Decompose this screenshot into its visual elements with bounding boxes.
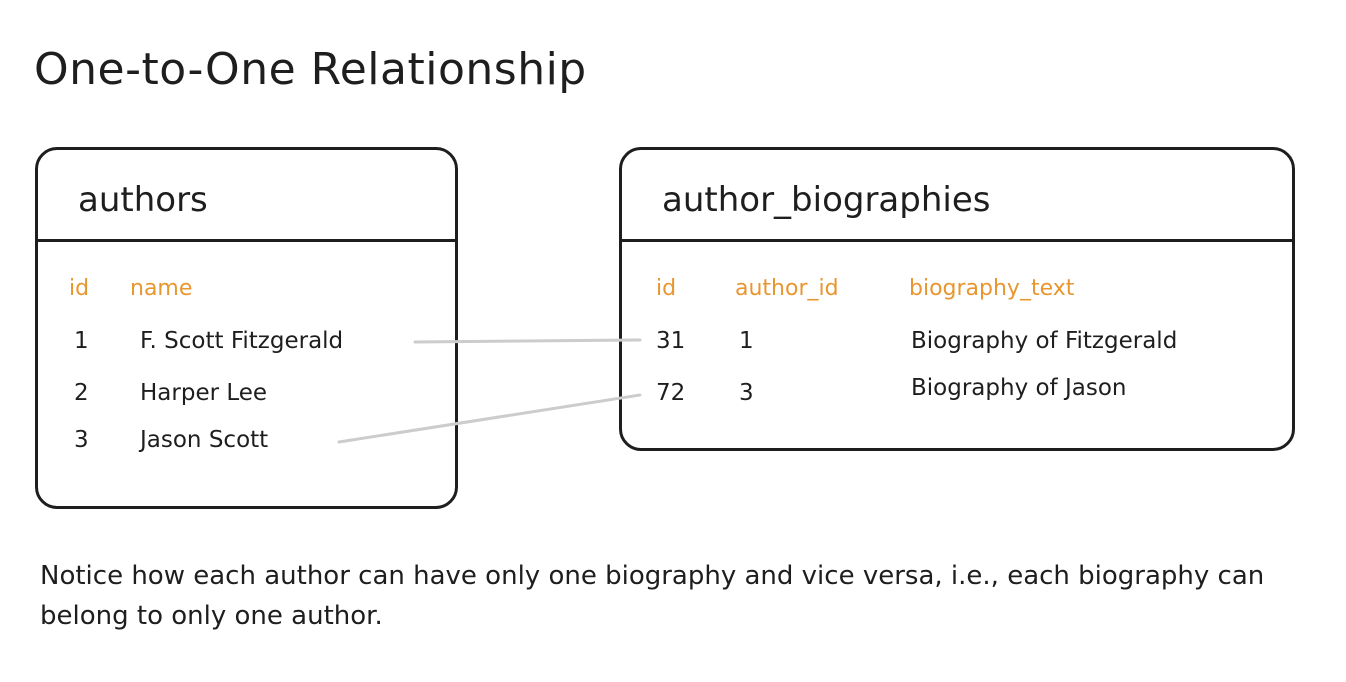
- bio-col-id: id: [656, 276, 677, 301]
- bio-row-1-biography-text: Biography of Fitzgerald: [911, 328, 1178, 354]
- bio-col-author-id: author_id: [735, 276, 839, 301]
- author-biographies-table: author_biographies id author_id biograph…: [619, 147, 1295, 451]
- bio-row-2-author-id: 3: [739, 380, 754, 406]
- authors-row-3-name: Jason Scott: [140, 427, 269, 453]
- authors-col-name: name: [130, 276, 193, 301]
- authors-table-name: authors: [78, 180, 208, 220]
- bio-row-2-biography-text: Biography of Jason: [911, 375, 1127, 401]
- authors-row-1-name: F. Scott Fitzgerald: [140, 328, 344, 354]
- authors-table: authors id name 1 F. Scott Fitzgerald 2 …: [35, 147, 458, 509]
- authors-row-2-id: 2: [74, 380, 89, 406]
- authors-row-1-id: 1: [74, 328, 89, 354]
- authors-row-2-name: Harper Lee: [140, 380, 268, 406]
- explanation-note: Notice how each author can have only one…: [40, 561, 1265, 631]
- bio-row-1-author-id: 1: [739, 328, 754, 354]
- bio-row-2-id: 72: [656, 380, 686, 406]
- authors-header-divider: [38, 239, 455, 242]
- author-biographies-header-divider: [622, 239, 1292, 242]
- bio-col-biography-text: biography_text: [909, 276, 1075, 301]
- authors-row-3-id: 3: [74, 427, 89, 453]
- author-biographies-table-name: author_biographies: [662, 180, 991, 220]
- diagram-title: One-to-One Relationship: [34, 44, 587, 95]
- bio-row-1-id: 31: [656, 328, 686, 354]
- authors-col-id: id: [69, 276, 90, 301]
